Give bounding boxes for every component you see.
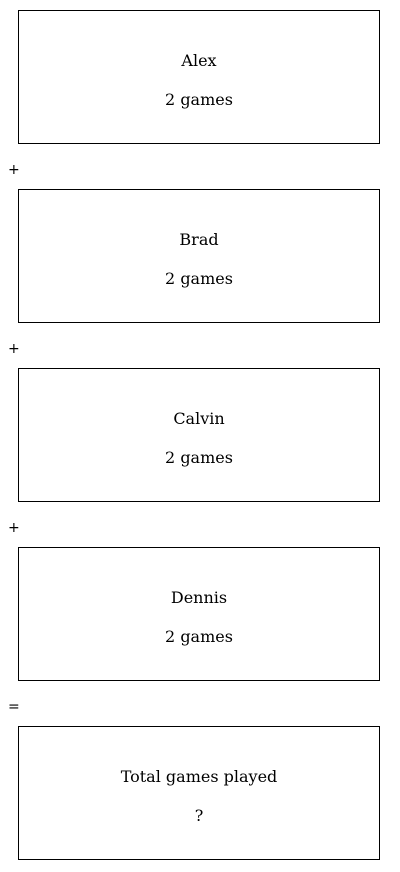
player-name: Brad bbox=[179, 230, 219, 249]
player-box-alex: Alex 2 games bbox=[18, 10, 380, 144]
player-box-dennis: Dennis 2 games bbox=[18, 547, 380, 681]
total-box: Total games played ? bbox=[18, 726, 380, 860]
plus-operator: + bbox=[8, 341, 20, 357]
games-count: 2 games bbox=[165, 269, 233, 288]
player-name: Alex bbox=[181, 51, 217, 70]
player-name: Calvin bbox=[173, 409, 225, 428]
games-count: 2 games bbox=[165, 448, 233, 467]
games-count: 2 games bbox=[165, 627, 233, 646]
total-label: Total games played bbox=[120, 767, 278, 786]
player-name: Dennis bbox=[170, 588, 228, 607]
player-box-calvin: Calvin 2 games bbox=[18, 368, 380, 502]
plus-operator: + bbox=[8, 520, 20, 536]
plus-operator: + bbox=[8, 162, 20, 178]
total-unknown-value: ? bbox=[194, 806, 204, 825]
player-box-brad: Brad 2 games bbox=[18, 189, 380, 323]
equals-operator: = bbox=[8, 699, 20, 715]
games-count: 2 games bbox=[165, 90, 233, 109]
